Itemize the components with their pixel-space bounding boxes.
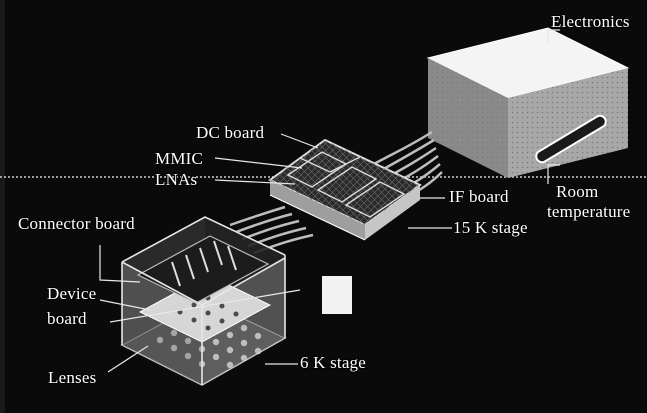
label-room: Room <box>556 183 598 201</box>
label-dc-board: DC board <box>196 124 264 142</box>
label-electronics: Electronics <box>551 13 630 31</box>
label-if-board: IF board <box>449 188 509 206</box>
label-stage-6k: 6 K stage <box>300 354 366 372</box>
label-device: Device <box>47 285 96 303</box>
label-board: board <box>47 310 87 328</box>
label-connector-board: Connector board <box>18 215 135 233</box>
device-chip <box>322 276 352 314</box>
label-lnas: LNAs <box>155 171 197 189</box>
label-mmic: MMIC <box>155 150 203 168</box>
label-lenses: Lenses <box>48 369 96 387</box>
background-edge <box>0 0 5 413</box>
label-stage-15k: 15 K stage <box>453 219 528 237</box>
label-temperature: temperature <box>547 203 630 221</box>
